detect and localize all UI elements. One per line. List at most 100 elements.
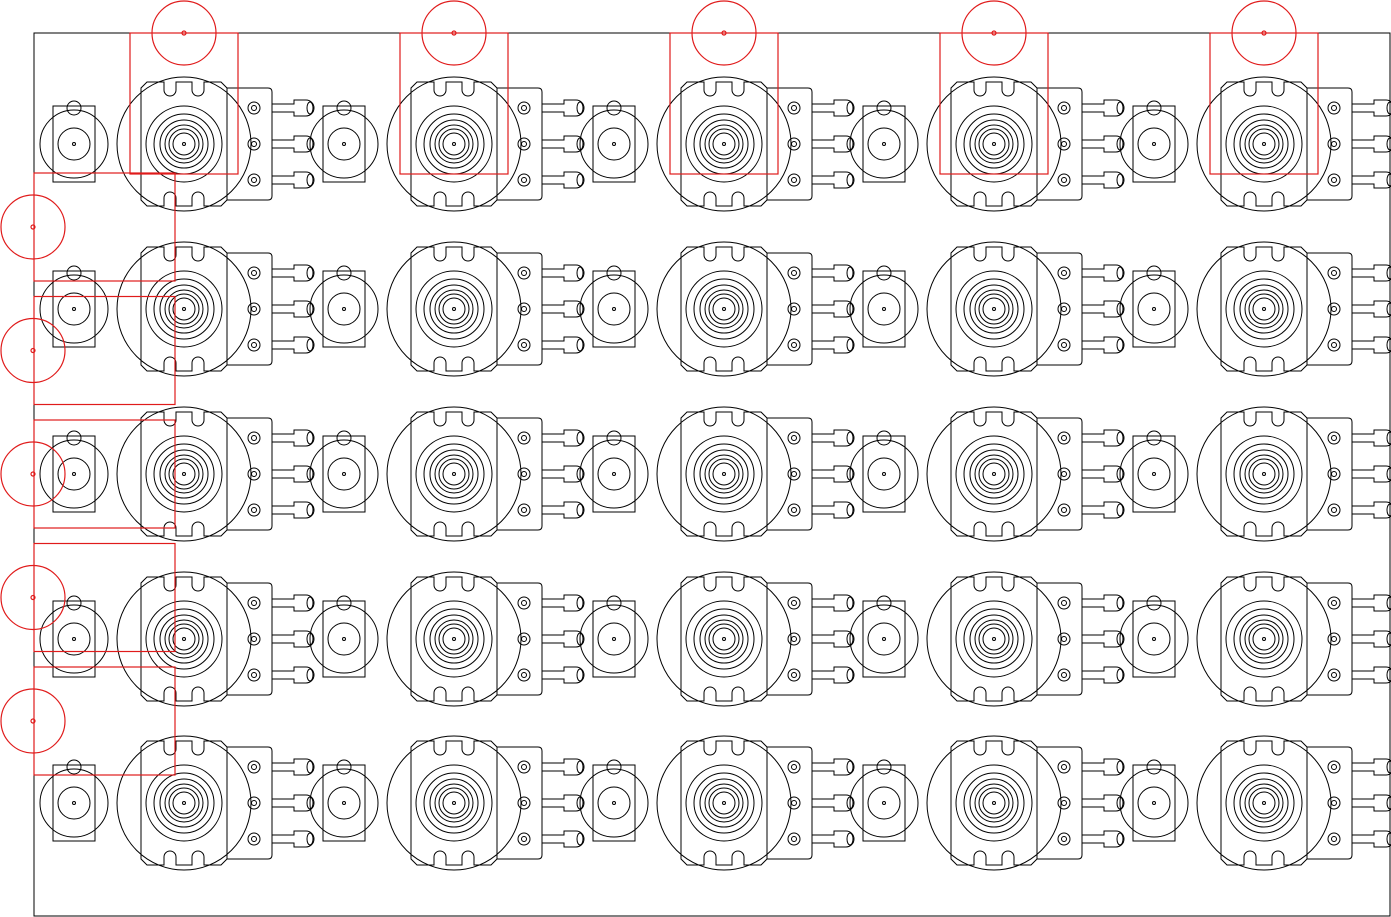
terminal-lug-2: [1352, 794, 1391, 812]
shaft-ring-6: [982, 627, 1006, 651]
terminal-pad-2: [1057, 632, 1071, 646]
jack-inner-circle: [597, 622, 631, 656]
jack-tab-circle: [336, 430, 352, 446]
jack-tab-circle: [606, 595, 622, 611]
terminal-plate-outline: [1307, 87, 1353, 201]
jack-inner-circle: [1137, 457, 1171, 491]
shaft-ring-2: [423, 443, 485, 505]
shaft-center-dot: [992, 472, 996, 476]
shaft-ring-1: [955, 600, 1033, 678]
terminal-pad-hole-2: [1061, 141, 1067, 147]
jack-body-rect: [322, 764, 366, 842]
terminal-pad-3: [787, 173, 801, 187]
terminal-pad-1: [1327, 101, 1341, 115]
jack-center-dot: [342, 307, 346, 311]
terminal-pad-1: [787, 760, 801, 774]
terminal-pad-hole-2: [1061, 306, 1067, 312]
terminal-pad-2: [787, 632, 801, 646]
pot-body-circle: [116, 735, 252, 871]
terminal-plate-outline: [767, 746, 813, 860]
shaft-ring-2: [693, 443, 755, 505]
pot-cell-r4-c5: [1119, 571, 1391, 707]
terminal-pad-1: [517, 101, 531, 115]
shaft-ring-4: [974, 783, 1014, 823]
terminal-lug-3: [272, 171, 315, 189]
red-marker-layer: [0, 0, 1319, 776]
shaft-ring-1: [1225, 435, 1303, 513]
shaft-ring-4: [1244, 454, 1284, 494]
red-marker-circle: [961, 0, 1027, 66]
terminal-lug-hole-2: [846, 796, 854, 810]
shaft-center-dot: [452, 801, 456, 805]
terminal-lug-3: [542, 666, 585, 684]
shaft-center-dot: [1262, 637, 1266, 641]
jack-outer-circle: [309, 768, 379, 838]
terminal-pad-hole-2: [791, 800, 797, 806]
jack-center-dot: [342, 142, 346, 146]
terminal-lug-hole-3: [576, 832, 584, 846]
jack-tab-circle: [66, 430, 82, 446]
shaft-center-dot: [452, 307, 456, 311]
shaft-center-dot: [182, 637, 186, 641]
shaft-center-dot: [182, 801, 186, 805]
pot-body-circle: [1196, 735, 1332, 871]
pot-body-circle: [656, 241, 792, 377]
terminal-pad-hole-1: [791, 435, 797, 441]
jack-inner-circle: [867, 292, 901, 326]
terminal-lug-1: [1352, 594, 1391, 612]
terminal-plate-outline: [497, 417, 543, 531]
terminal-lug-3: [812, 830, 855, 848]
jack-outer-circle: [849, 439, 919, 509]
shaft-ring-6: [712, 791, 736, 815]
jack-body-rect: [862, 270, 906, 348]
terminal-pad-hole-1: [1331, 105, 1337, 111]
pot-cell-r3-c4: [849, 406, 1125, 542]
terminal-lug-hole-1: [306, 266, 314, 280]
terminal-pad-hole-2: [1061, 800, 1067, 806]
shaft-ring-1: [415, 600, 493, 678]
terminal-lug-hole-3: [306, 173, 314, 187]
jack-inner-circle: [597, 457, 631, 491]
jack-outer-circle: [579, 274, 649, 344]
pot-body-circle: [926, 406, 1062, 542]
shaft-center-dot: [722, 472, 726, 476]
jack-inner-circle: [597, 786, 631, 820]
terminal-lug-2: [272, 630, 315, 648]
terminal-pad-3: [1327, 832, 1341, 846]
jack-outer-circle: [309, 109, 379, 179]
shaft-ring-5: [438, 787, 470, 819]
shaft-ring-6: [442, 627, 466, 651]
terminal-lug-1: [1082, 99, 1125, 117]
terminal-lug-hole-1: [1386, 431, 1391, 445]
terminal-lug-hole-3: [1386, 832, 1391, 846]
terminal-pad-hole-1: [1061, 764, 1067, 770]
jack-body-rect: [322, 435, 366, 513]
pot-body-circle: [1196, 76, 1332, 212]
terminal-pad-hole-3: [1061, 836, 1067, 842]
shaft-ring-2: [1233, 278, 1295, 340]
terminal-pad-2: [787, 796, 801, 810]
terminal-pad-hole-2: [251, 306, 257, 312]
terminal-lug-1: [1352, 264, 1391, 282]
terminal-lug-hole-1: [306, 431, 314, 445]
shaft-ring-6: [172, 132, 196, 156]
shaft-ring-1: [1225, 270, 1303, 348]
shaft-ring-5: [438, 623, 470, 655]
terminal-lug-1: [1082, 264, 1125, 282]
shaft-ring-2: [153, 443, 215, 505]
shaft-ring-2: [963, 278, 1025, 340]
jack-inner-circle: [57, 786, 91, 820]
shaft-ring-3: [699, 449, 749, 499]
terminal-pad-2: [1327, 302, 1341, 316]
jack-outer-circle: [1119, 109, 1189, 179]
terminal-lug-hole-1: [306, 101, 314, 115]
terminal-pad-hole-2: [251, 471, 257, 477]
terminal-pad-hole-3: [521, 507, 527, 513]
terminal-lug-hole-1: [1116, 431, 1124, 445]
pot-housing-outline: [410, 81, 498, 207]
terminal-lug-hole-1: [1116, 101, 1124, 115]
red-marker-left-r3: [0, 419, 176, 529]
jack-body-rect: [862, 105, 906, 183]
terminal-lug-3: [542, 336, 585, 354]
terminal-pad-3: [247, 338, 261, 352]
